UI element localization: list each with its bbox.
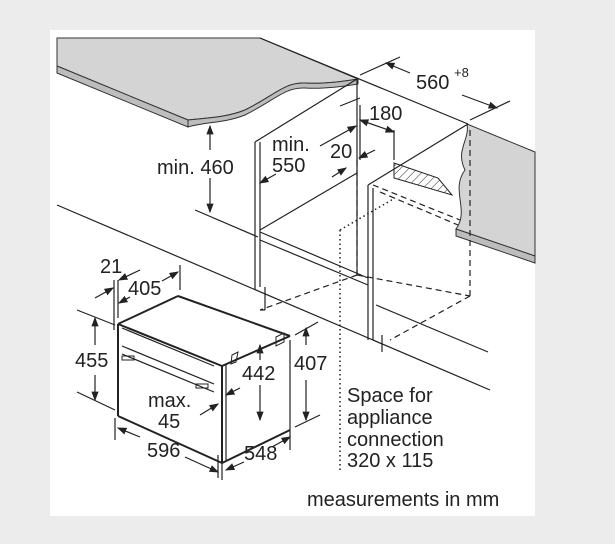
connection-note-line3: connection bbox=[347, 429, 444, 451]
dimension-min-460: min. 460 bbox=[157, 157, 234, 179]
dimension-560: 560 bbox=[416, 72, 449, 94]
dimension-min-550-line2: 550 bbox=[272, 155, 305, 177]
cabinet-niche bbox=[56, 37, 491, 470]
dimension-405: 405 bbox=[128, 278, 161, 300]
dimension-548: 548 bbox=[244, 443, 277, 465]
units-note: measurements in mm bbox=[307, 489, 499, 511]
dimension-596: 596 bbox=[147, 440, 180, 462]
dimension-455: 455 bbox=[75, 350, 108, 372]
connection-note-line1: Space for bbox=[347, 385, 433, 407]
dimension-560-tolerance: +8 bbox=[454, 65, 469, 80]
countertop-right bbox=[455, 123, 536, 264]
connection-note-line4: 320 x 115 bbox=[347, 450, 433, 472]
dimension-442: 442 bbox=[242, 363, 275, 385]
dimension-lines bbox=[76, 56, 511, 480]
dimension-min-550-line1: min. bbox=[272, 134, 310, 156]
oven-appliance bbox=[117, 295, 291, 464]
dimension-21: 21 bbox=[100, 256, 122, 278]
countertop-left bbox=[56, 37, 360, 128]
dimension-max-45-line2: 45 bbox=[158, 411, 180, 433]
dimension-max-45-line1: max. bbox=[148, 390, 191, 412]
connection-note-line2: appliance bbox=[347, 407, 433, 429]
dimension-20: 20 bbox=[330, 141, 352, 163]
dimension-407: 407 bbox=[294, 353, 327, 375]
dimension-180: 180 bbox=[369, 103, 402, 125]
diagram-panel bbox=[50, 30, 535, 516]
